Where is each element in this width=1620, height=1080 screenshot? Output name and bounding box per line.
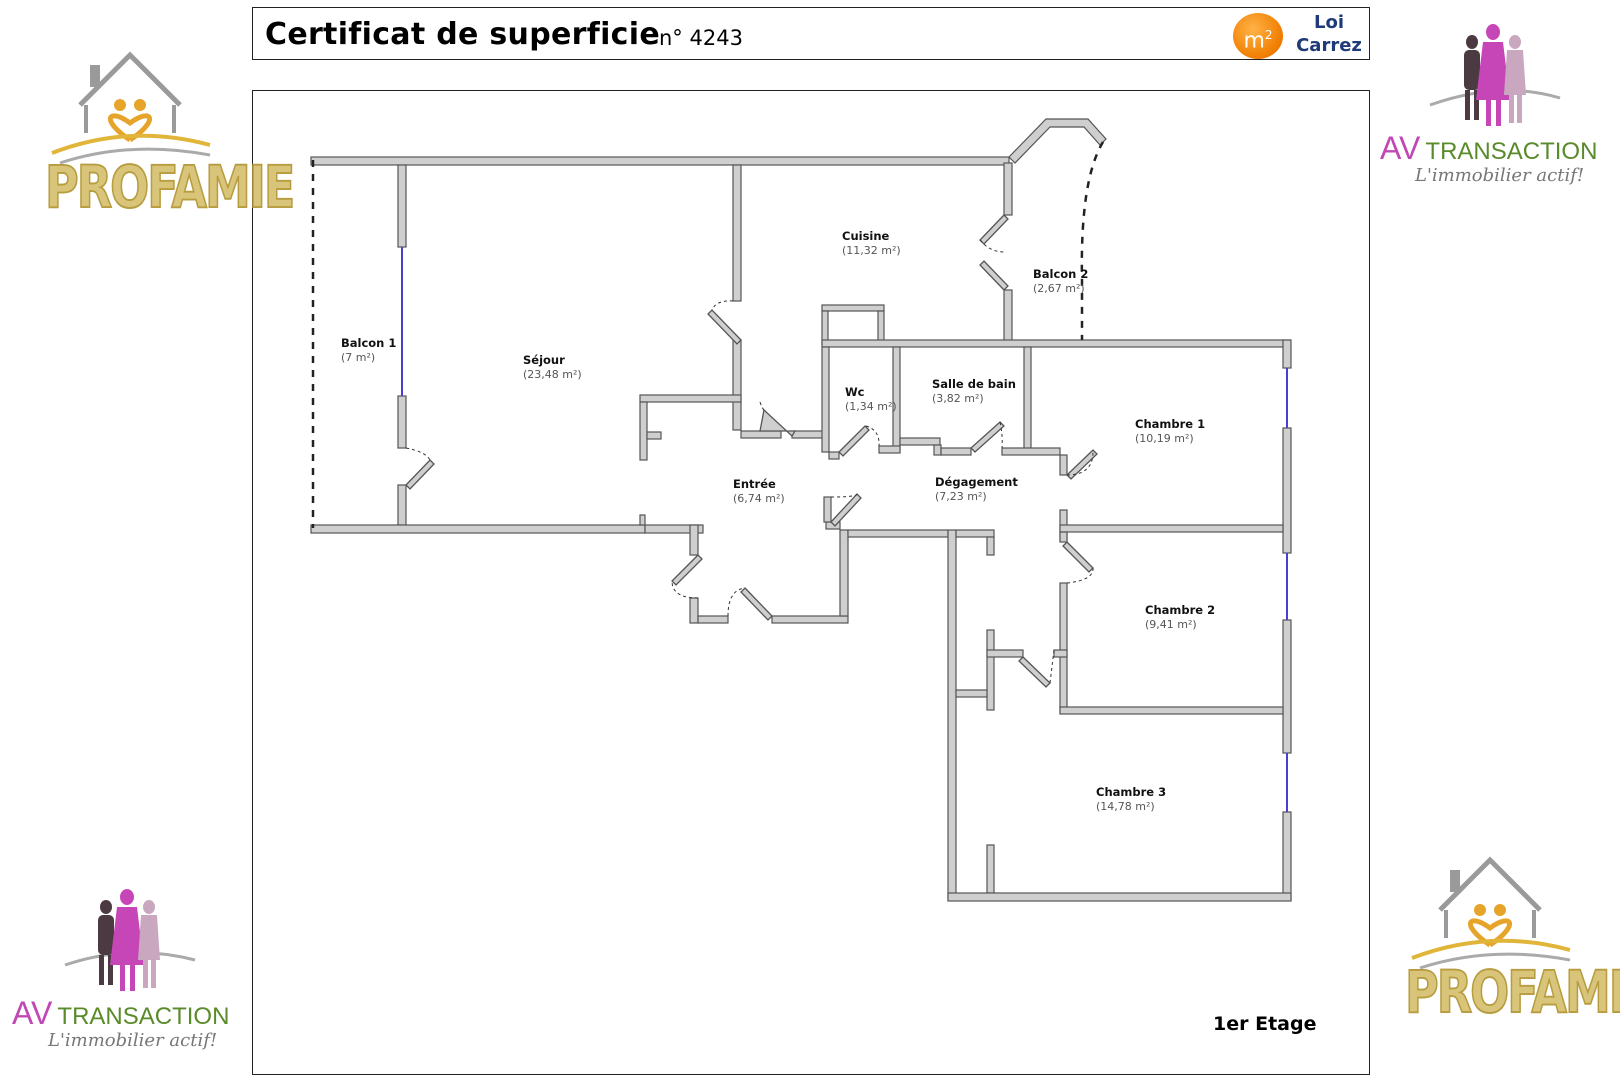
room-area-entree: (6,74 m²): [733, 492, 785, 505]
av-wordmark: AV: [1380, 130, 1421, 166]
door-swings: [405, 239, 1094, 684]
room-name-sejour: Séjour: [523, 353, 565, 367]
room-name-cuisine: Cuisine: [842, 229, 890, 243]
room-area-balcon-1: (7 m²): [341, 351, 376, 364]
room-area-chambre-1: (10,19 m²): [1135, 432, 1194, 445]
room-name-balcon-1: Balcon 1: [341, 336, 397, 350]
transaction-wordmark: TRANSACTION: [57, 1003, 230, 1030]
tagline: L'immobilier actif!: [1415, 165, 1585, 186]
room-name-chambre-2: Chambre 2: [1145, 603, 1216, 617]
room-area-chambre-3: (14,78 m²): [1096, 800, 1155, 813]
av-transaction-logo-bottom: AV TRANSACTION L'immobilier actif!: [10, 885, 245, 1060]
room-area-cuisine: (11,32 m²): [842, 244, 901, 257]
certificate-number: n° 4243: [659, 26, 743, 50]
room-area-balcon-2: (2,67 m²): [1033, 282, 1085, 295]
room-name-balcon-2: Balcon 2: [1033, 267, 1089, 281]
people-silhouettes-icon: [64, 889, 196, 991]
doors: [405, 214, 1098, 688]
loi-carrez-label: Loi Carrez: [1296, 12, 1362, 56]
room-name-degagement: Dégagement: [935, 475, 1018, 489]
m2-badge-icon: m2: [1233, 13, 1283, 59]
house-heart-icon: [1411, 856, 1571, 970]
room-name-chambre-3: Chambre 3: [1096, 785, 1167, 799]
certificate-header: Certificat de superficie n° 4243 m2 Loi …: [252, 7, 1370, 60]
house-heart-icon: [51, 51, 211, 165]
profamie-wordmark: PROFAMIE: [1404, 957, 1620, 1026]
profamie-logo-bottom: PROFAMIE: [1400, 850, 1620, 1027]
room-name-entree: Entrée: [733, 477, 776, 491]
walls: [310, 118, 1292, 902]
floor-plan-frame: [252, 90, 1370, 1075]
room-area-wc: (1,34 m²): [845, 400, 897, 413]
people-silhouettes-icon: [1429, 24, 1561, 126]
av-wordmark: AV: [12, 995, 53, 1031]
profamie-wordmark: PROFAMIE: [44, 152, 296, 221]
room-area-chambre-2: (9,41 m²): [1145, 618, 1197, 631]
room-name-chambre-1: Chambre 1: [1135, 417, 1206, 431]
floor-label: 1er Etage: [1213, 1013, 1317, 1035]
room-name-salle-de-bain: Salle de bain: [932, 377, 1016, 391]
balcony-edges: [311, 141, 1105, 528]
transaction-wordmark: TRANSACTION: [1425, 138, 1598, 165]
tagline: L'immobilier actif!: [48, 1030, 218, 1051]
room-area-salle-de-bain: (3,82 m²): [932, 392, 984, 405]
room-name-wc: Wc: [845, 385, 865, 399]
room-area-degagement: (7,23 m²): [935, 490, 987, 503]
room-area-sejour: (23,48 m²): [523, 368, 582, 381]
profamie-logo-top: PROFAMIE: [40, 45, 296, 222]
certificate-title: Certificat de superficie: [265, 17, 660, 52]
av-transaction-logo-top: AV TRANSACTION L'immobilier actif!: [1380, 20, 1615, 195]
windows: [401, 247, 1288, 812]
